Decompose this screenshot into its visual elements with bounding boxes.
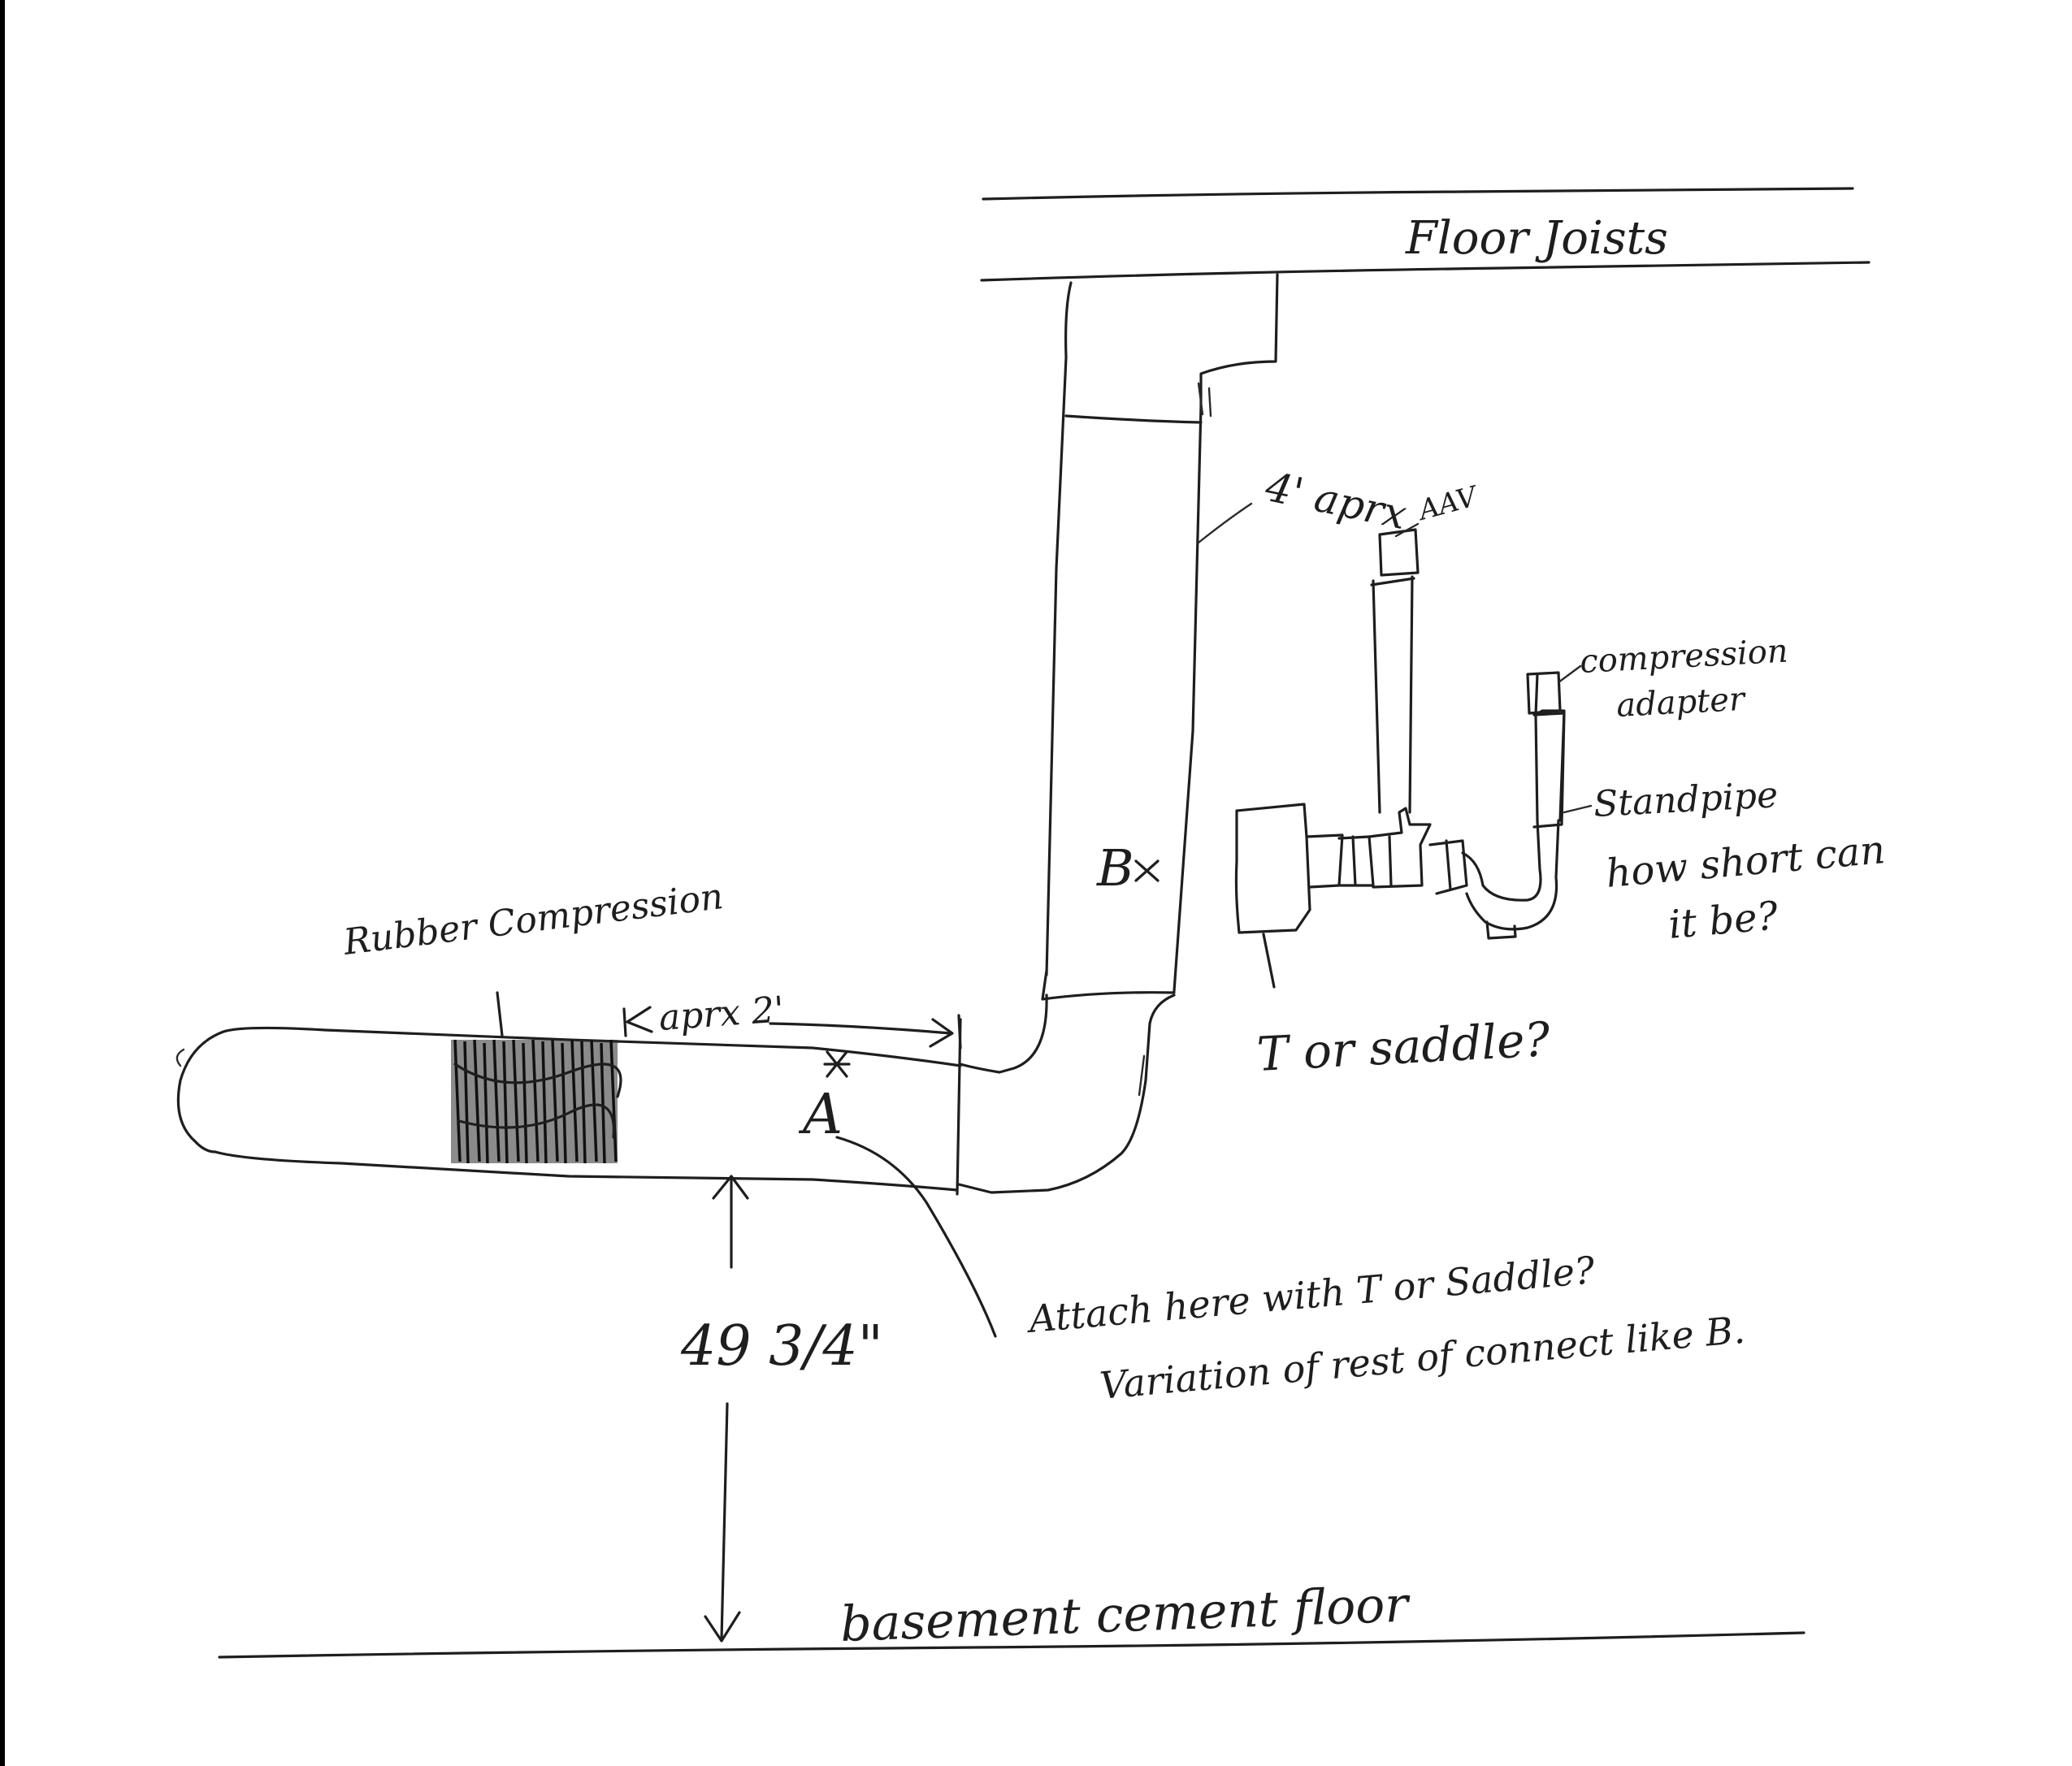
point-b-x (1134, 859, 1160, 882)
basement-floor-label: basement cement floor (839, 1577, 1411, 1653)
standpipe-label: Standpipe (1593, 774, 1779, 825)
compression-label-1: compression (1579, 633, 1789, 681)
point-a: A (798, 1050, 997, 1338)
standpipe-collar (1532, 712, 1566, 829)
approx-2ft-dimension: aprx 2' (622, 989, 962, 1050)
point-a-star (823, 1050, 851, 1078)
aav-label: AAV (1413, 480, 1483, 528)
point-b-label: B (1096, 838, 1134, 898)
how-short-label-1: how short can (1604, 827, 1887, 897)
joist-top-line (982, 187, 1854, 201)
point-a-label: A (798, 1083, 843, 1147)
elbow-outer (957, 993, 1176, 1194)
t-fitting-body (1234, 803, 1311, 934)
height-down-arrow (704, 1402, 741, 1643)
compression-label-2: adapter (1615, 681, 1748, 725)
compression-adapter (1526, 671, 1562, 716)
height-label: 49 3/4" (680, 1314, 883, 1379)
stack-joint-notch (1197, 382, 1212, 418)
aav-tee (1368, 807, 1432, 889)
trap-cleanout (1485, 920, 1517, 940)
trap-inner (1461, 819, 1542, 902)
elbow-inner (959, 993, 1048, 1074)
standpipe-leader (1563, 804, 1593, 814)
rubber-compression-leader (496, 991, 504, 1037)
height-dimension: 49 3/4" (680, 1175, 883, 1643)
coupling-1 (1337, 835, 1375, 887)
approx-2ft-label: aprx 2' (657, 989, 786, 1039)
floor-joists-label: Floor Joists (1405, 212, 1668, 265)
point-a-leader (835, 1136, 997, 1338)
vertical-stack: 4' aprx B (1041, 273, 1411, 1001)
aav-riser-top (1370, 577, 1415, 587)
coupling-2 (1428, 839, 1468, 895)
attach-note: Attach here with T or Saddle? Variation … (1024, 1248, 1746, 1408)
trap-assembly: AAV compression adapter Standpipe how sh… (1234, 480, 1887, 1082)
rubber-compression-label: Rubber Compression (340, 876, 726, 963)
band-hatch (453, 1039, 622, 1164)
stack-lower-joint (1041, 969, 1176, 1001)
pipe-top (222, 1026, 962, 1067)
pipe-end-hook (176, 1048, 185, 1067)
dim-left-tick (622, 1007, 627, 1037)
aav-riser (1372, 575, 1414, 814)
dim-right-tick (957, 1014, 962, 1050)
joist-bottom-line (980, 261, 1870, 282)
standpipe (1534, 709, 1566, 822)
scan-edge (0, 0, 5, 1766)
t-saddle-leader (1262, 933, 1276, 989)
stack-right-edge (1173, 273, 1279, 993)
t-fitting-outlet (1305, 833, 1344, 889)
four-ft-label: 4' aprx (1261, 463, 1411, 539)
how-short-label-2: it be? (1667, 893, 1779, 948)
elbow-seam (1138, 1054, 1146, 1097)
aav-tee-left (1388, 835, 1393, 887)
dim-right-arrow (929, 1018, 954, 1048)
dim-left-arrow (626, 1006, 653, 1033)
t-or-saddle-label: T or saddle? (1255, 1011, 1552, 1082)
stack-joint-line (1064, 414, 1203, 424)
floor-joists: Floor Joists (980, 187, 1870, 282)
compression-leader (1557, 664, 1582, 684)
four-ft-leader (1197, 502, 1253, 544)
pipe-left-end (176, 1030, 225, 1154)
stack-left-edge (1045, 281, 1073, 976)
floor-line (218, 1631, 1805, 1659)
trap-outer (1465, 819, 1560, 931)
basement-floor: basement cement floor (218, 1577, 1805, 1659)
aav-leader (1394, 522, 1420, 538)
height-up-arrow (712, 1175, 749, 1269)
dim-right-line (769, 1022, 952, 1035)
